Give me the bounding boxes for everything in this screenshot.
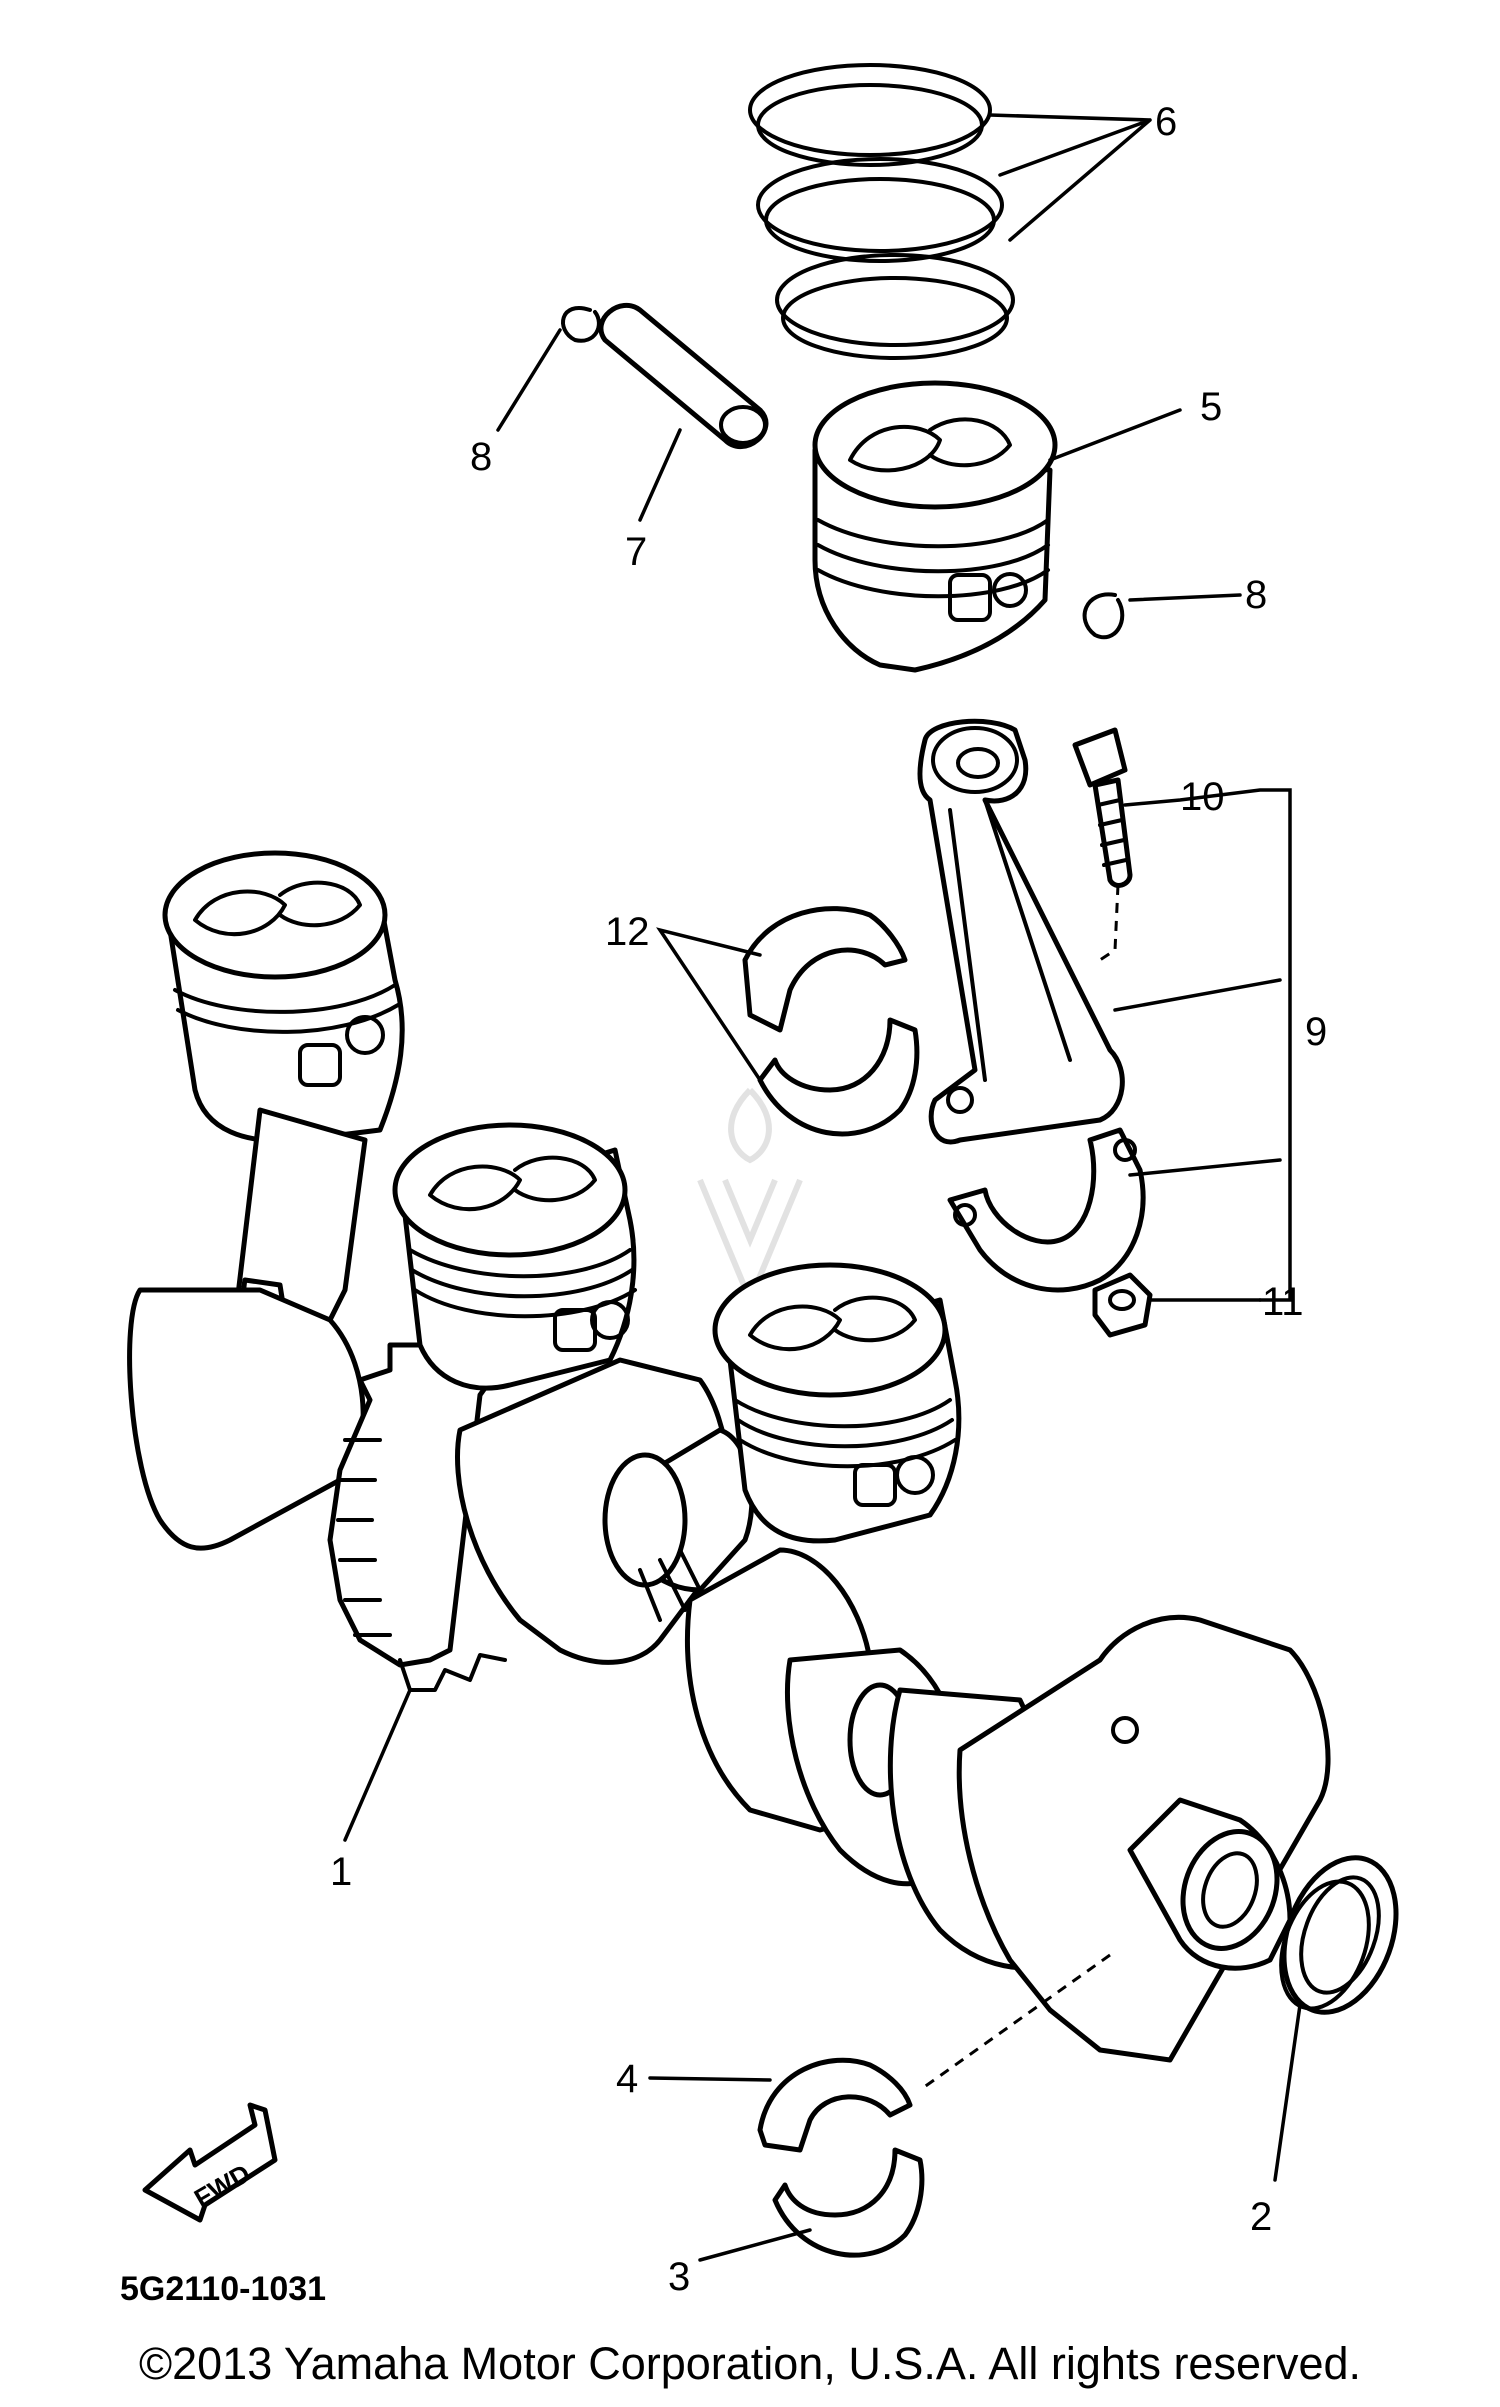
callout-1: 1 [330, 1850, 352, 1894]
callout-12: 12 [605, 910, 650, 954]
piston-pin [598, 302, 769, 449]
diagram-code: 5G2110-1031 [120, 2270, 326, 2308]
callout-labels: 1 2 3 4 5 6 7 8 8 9 10 11 12 [330, 100, 1327, 2299]
callout-4: 4 [616, 2057, 638, 2101]
crankshaft-assembly [127, 850, 1331, 2092]
rod-nut [1092, 1272, 1153, 1338]
callout-10: 10 [1180, 775, 1225, 819]
forward-direction-arrow: FWD [142, 2102, 278, 2223]
circlip-top [561, 306, 601, 343]
callout-6: 6 [1155, 100, 1177, 144]
rod-bolt [1072, 727, 1133, 962]
callout-8-right: 8 [1245, 573, 1267, 617]
circlip-right [1082, 592, 1125, 640]
callout-3: 3 [668, 2255, 690, 2299]
callout-2: 2 [1250, 2195, 1272, 2239]
copyright-notice: ©2013 Yamaha Motor Corporation, U.S.A. A… [138, 2338, 1362, 2389]
callout-9: 9 [1305, 1010, 1327, 1054]
big-end-bearings [742, 906, 920, 1137]
leader-lines [343, 113, 1302, 2262]
callout-8-left: 8 [470, 435, 492, 479]
rod-cap [947, 1127, 1146, 1293]
piston [812, 380, 1058, 673]
main-bearing-upper [757, 2057, 913, 2153]
piston-rings [748, 63, 1015, 360]
callout-5: 5 [1200, 385, 1222, 429]
callout-11: 11 [1262, 1280, 1304, 1324]
oil-seal [1279, 1855, 1399, 2015]
connecting-rod [917, 718, 1125, 1145]
callout-7: 7 [625, 530, 647, 574]
main-bearing-lower [772, 2147, 925, 2258]
